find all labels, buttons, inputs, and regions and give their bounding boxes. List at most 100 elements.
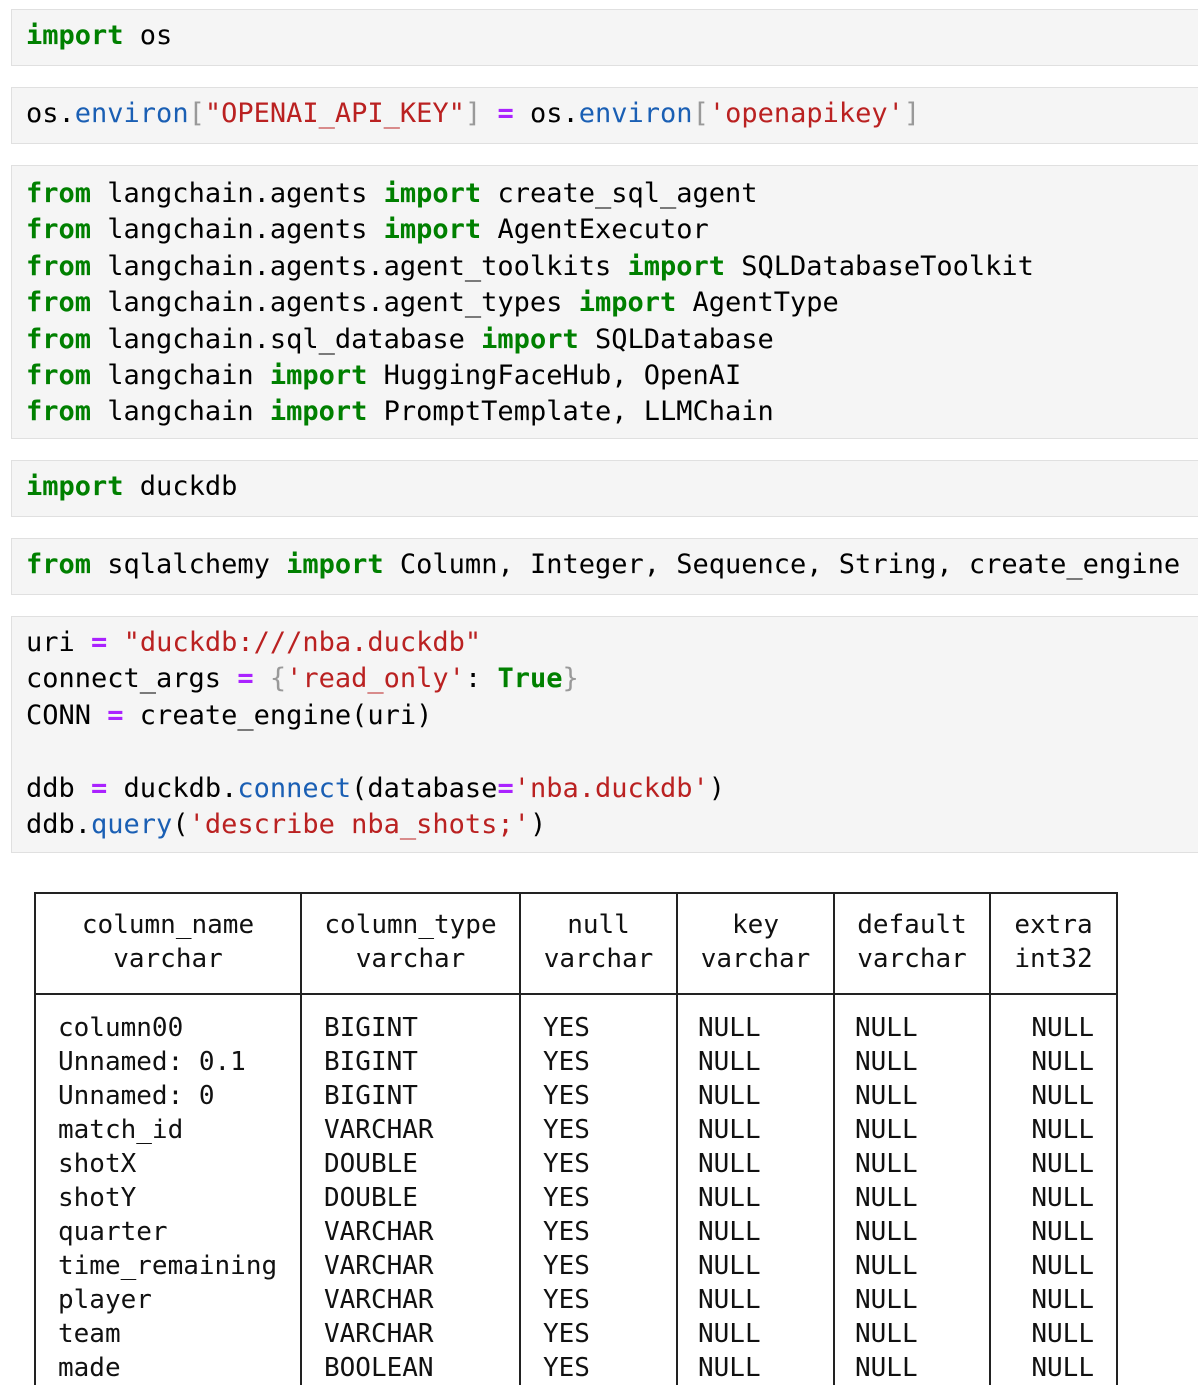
table-cell: Unnamed: 0 [58,1081,215,1111]
table-cell: YES [543,1047,590,1077]
code-token: from [26,549,92,580]
code-cell-langchain-imports[interactable]: from langchain.agents import create_sql_… [11,165,1198,439]
code-token: import [481,323,579,355]
table-cell: NULL [1031,1047,1094,1077]
code-token: langchain [91,359,270,391]
table-cell: NULL [855,1183,918,1213]
code-cell-import-os[interactable]: import os [11,9,1198,66]
code-token: langchain.sql_database [91,323,482,355]
table-cell: player [58,1285,152,1315]
code-token: import [26,20,124,51]
code-line: from langchain.sql_database import SQLDa… [26,322,1198,358]
code-token: True [497,663,563,695]
code-line: os.environ["OPENAI_API_KEY"] = os.enviro… [26,96,1198,132]
code-token: 'openapikey' [708,98,904,129]
code-token: connect [237,772,352,804]
code-token: } [562,663,579,695]
code-token: = [107,699,124,731]
header-column-name: extra [1014,910,1093,940]
code-token: from [26,178,92,209]
code-token: [ [188,98,205,129]
table-cell: BIGINT [324,1013,418,1043]
table-cell: quarter [58,1217,168,1247]
code-line: from langchain import PromptTemplate, LL… [26,394,1198,430]
code-line: from sqlalchemy import Column, Integer, … [26,547,1198,583]
code-token: ) [708,772,726,804]
table-cell: VARCHAR [324,1251,434,1281]
code-token: ddb. [26,808,92,840]
table-cell: NULL [698,1353,761,1383]
code-token: = [91,772,108,804]
code-line: CONN = create_engine(uri) [26,698,1198,734]
code-token: import [383,214,482,246]
table-cell: YES [543,1013,590,1043]
code-token [107,627,123,658]
table-cell: NULL [855,1285,918,1315]
table-cell: NULL [698,1319,761,1349]
header-column-name: column_type [324,910,497,940]
code-token: : [464,663,498,695]
code-token: duckdb. [107,772,238,804]
code-token: AgentExecutor [481,214,709,246]
code-token: 'describe nba_shots;' [188,808,530,840]
table-cell: shotY [58,1183,137,1213]
table-cell: NULL [1031,1285,1094,1315]
code-token: import [578,287,677,319]
code-line: ddb = duckdb.connect(database='nba.duckd… [26,771,1198,807]
table-cell: NULL [855,1013,918,1043]
table-cell: NULL [698,1217,761,1247]
code-token: import [286,549,384,580]
table-cell: NULL [855,1149,918,1179]
code-token: from [26,323,92,355]
code-token: HuggingFaceHub, OpenAI [367,359,742,391]
table-cell: NULL [1031,1115,1094,1145]
code-token: = [497,772,514,804]
code-token: from [26,250,92,282]
code-token: ddb [26,772,92,804]
table-cell: NULL [1031,1081,1094,1111]
table-cell: NULL [698,1081,761,1111]
table-cell: NULL [1031,1013,1094,1043]
table-cell: NULL [855,1353,918,1383]
code-cell-connect-query[interactable]: uri = "duckdb:///nba.duckdb"connect_args… [11,616,1198,853]
table-cell: YES [543,1183,590,1213]
code-token: import [383,178,482,209]
header-column-name: key [732,910,779,940]
code-token: from [26,287,92,319]
table-cell: NULL [698,1149,761,1179]
table-cell: team [58,1319,121,1349]
table-cell: DOUBLE [324,1183,418,1213]
table-cell: YES [543,1115,590,1145]
table-cell: NULL [698,1047,761,1077]
code-cell-import-duckdb[interactable]: import duckdb [11,460,1198,517]
table-cell: YES [543,1353,590,1383]
code-token: langchain [91,396,270,428]
code-token: uri [26,627,92,658]
table-cell: NULL [1031,1353,1094,1383]
code-line: connect_args = {'read_only': True} [26,661,1198,697]
code-cell-env-key[interactable]: os.environ["OPENAI_API_KEY"] = os.enviro… [11,87,1198,144]
header-column-name: default [857,910,967,940]
code-token: duckdb [123,471,238,502]
code-token: environ [578,98,693,129]
table-cell: time_remaining [58,1251,278,1281]
code-token: environ [74,98,189,129]
header-column-type: varchar [113,944,223,974]
code-token: Column, Integer, Sequence, String, creat… [383,549,1181,580]
table-cell: NULL [698,1251,761,1281]
code-line [26,734,1198,770]
code-token: os. [26,98,75,129]
code-cell-sqlalchemy-import[interactable]: from sqlalchemy import Column, Integer, … [11,538,1198,595]
code-token: langchain.agents.agent_toolkits [91,250,628,282]
